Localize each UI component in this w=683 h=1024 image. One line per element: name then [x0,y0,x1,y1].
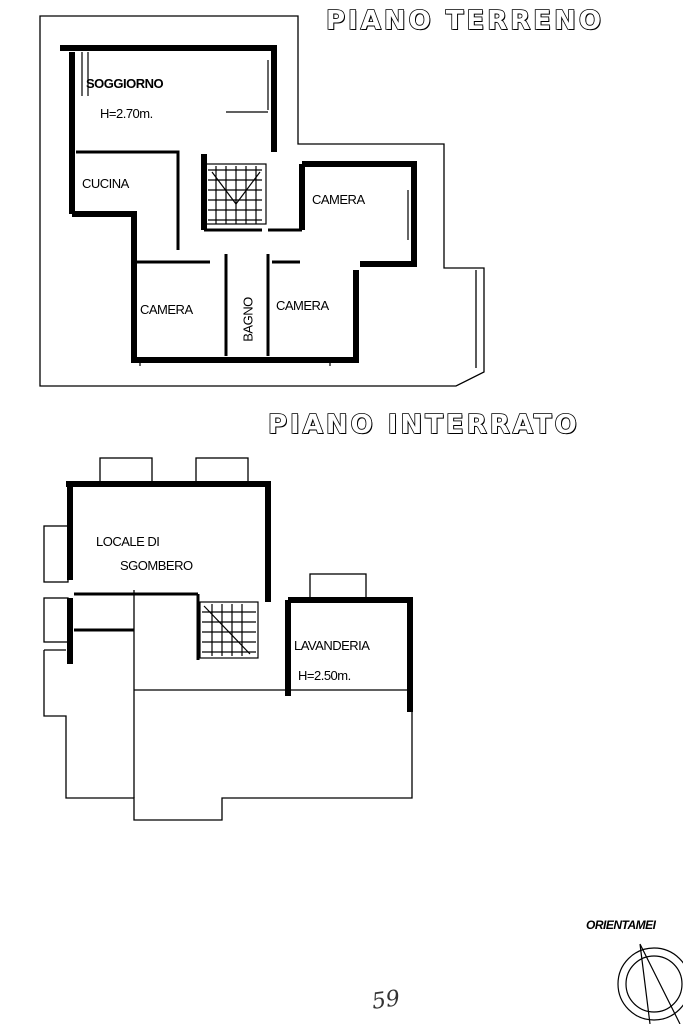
room-label-storage-line2: SGOMBERO [120,558,193,573]
basement-walls [66,481,413,712]
ground-floor-title: PIANO TERRENO [325,5,604,37]
compass-icon [617,943,683,1024]
handwritten-number: 59 [370,986,402,1015]
room-height-laundry: H=2.50m. [298,668,351,683]
orientation-label: ORIENTAMEI [586,918,656,932]
basement-outline [43,457,413,821]
room-label-bedroom-right: CAMERA [312,192,365,207]
ground-floor-partitions [76,150,302,356]
ground-floor-staircase [205,163,267,225]
room-label-laundry: LAVANDERIA [294,638,370,653]
room-label-bathroom: BAGNO [240,297,256,342]
ground-floor-walls [60,45,417,363]
room-label-kitchen: CUCINA [82,176,129,191]
basement-title: PIANO INTERRATO [267,409,580,441]
room-height-living: H=2.70m. [100,106,153,121]
room-label-bedroom-center: CAMERA [276,298,329,313]
room-label-living: SOGGIORNO [86,76,164,91]
room-label-storage-line1: LOCALE DI [96,534,160,549]
ground-floor-window-marks [81,52,409,366]
room-label-bedroom-left: CAMERA [140,302,193,317]
basement-partitions [74,592,200,660]
basement-staircase [199,601,259,659]
ground-floor-terrace-outline [39,15,485,387]
